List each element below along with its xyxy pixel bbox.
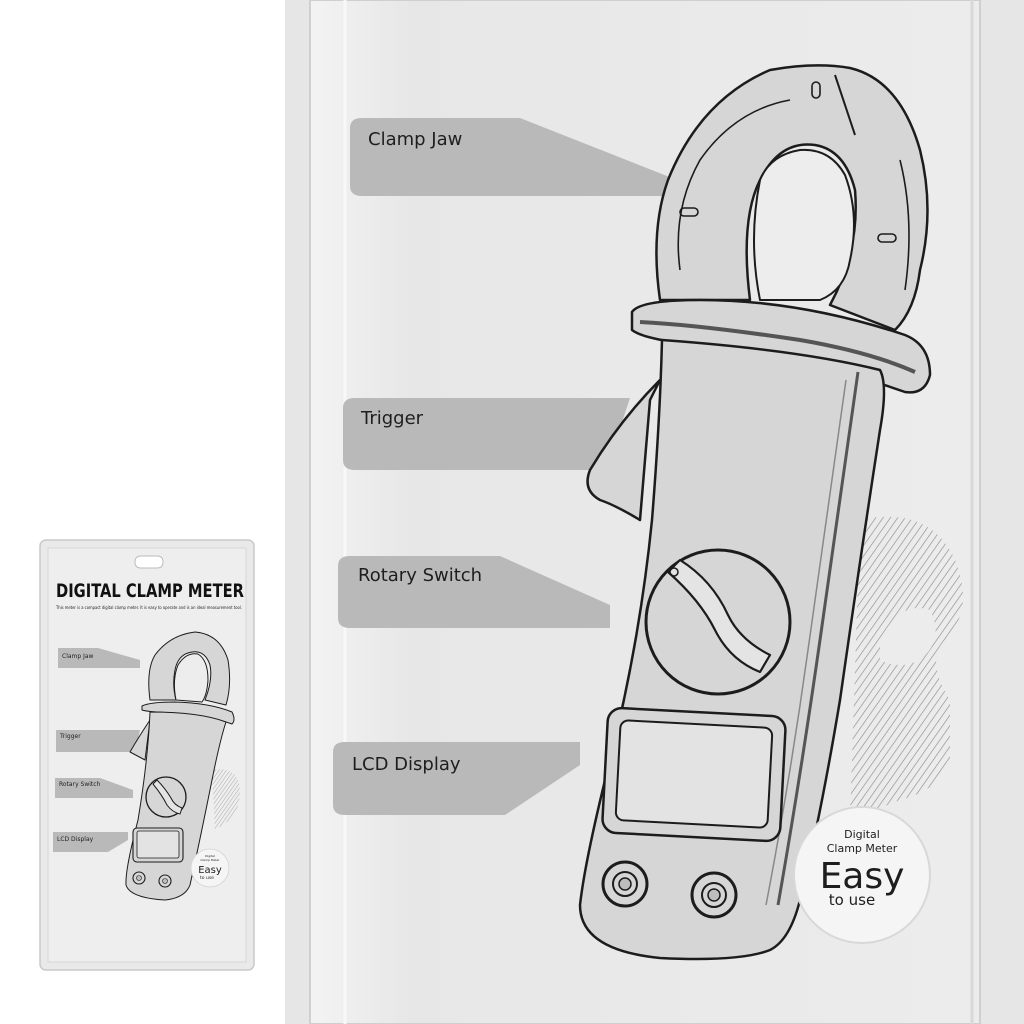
package-description: This meter is a compact digital clamp me… <box>55 605 242 611</box>
callout-trigger-shape <box>343 398 630 470</box>
hang-hole <box>134 555 164 569</box>
zoomed-package-view: Clamp Jaw Trigger Rotary Switch LCD Disp… <box>285 0 1024 1024</box>
svg-text:to use: to use <box>829 891 875 909</box>
callout-clamp-jaw-shape <box>350 118 672 196</box>
svg-text:to use: to use <box>200 875 214 881</box>
svg-text:Easy: Easy <box>820 856 905 897</box>
thumb-callout-rotary-switch: Rotary Switch <box>59 781 101 788</box>
thumb-callout-trigger: Trigger <box>59 733 81 740</box>
svg-text:Clamp Meter: Clamp Meter <box>827 842 898 855</box>
svg-text:Clamp Meter: Clamp Meter <box>200 858 220 862</box>
input-terminals <box>601 860 738 919</box>
thumb-clamp-meter <box>125 631 235 901</box>
easy-to-use-badge: Digital Clamp Meter Easy to use <box>793 806 931 944</box>
clamp-meter-illustration <box>578 64 932 961</box>
thumb-callout-lcd-display: LCD Display <box>57 836 94 843</box>
meter-shadow <box>850 516 963 820</box>
callout-rotary-switch-shape <box>338 556 610 628</box>
callout-clamp-jaw-label: Clamp Jaw <box>368 129 462 150</box>
meter-trigger <box>586 378 662 522</box>
callout-rotary-switch-label: Rotary Switch <box>358 565 482 586</box>
svg-text:Easy: Easy <box>198 865 222 876</box>
callout-lcd-display-label: LCD Display <box>352 754 461 775</box>
callout-lcd-display-shape <box>333 742 580 815</box>
thumb-callout-clamp-jaw: Clamp Jaw <box>62 653 94 660</box>
thumb-easy-badge: Digital Clamp Meter Easy to use <box>190 848 230 888</box>
callout-trigger-label: Trigger <box>360 408 424 429</box>
full-package-thumbnail: DIGITAL CLAMP METER This meter is a comp… <box>39 539 255 971</box>
package-title: DIGITAL CLAMP METER <box>56 580 244 602</box>
svg-text:Digital: Digital <box>844 828 880 841</box>
svg-text:Digital: Digital <box>205 854 215 858</box>
